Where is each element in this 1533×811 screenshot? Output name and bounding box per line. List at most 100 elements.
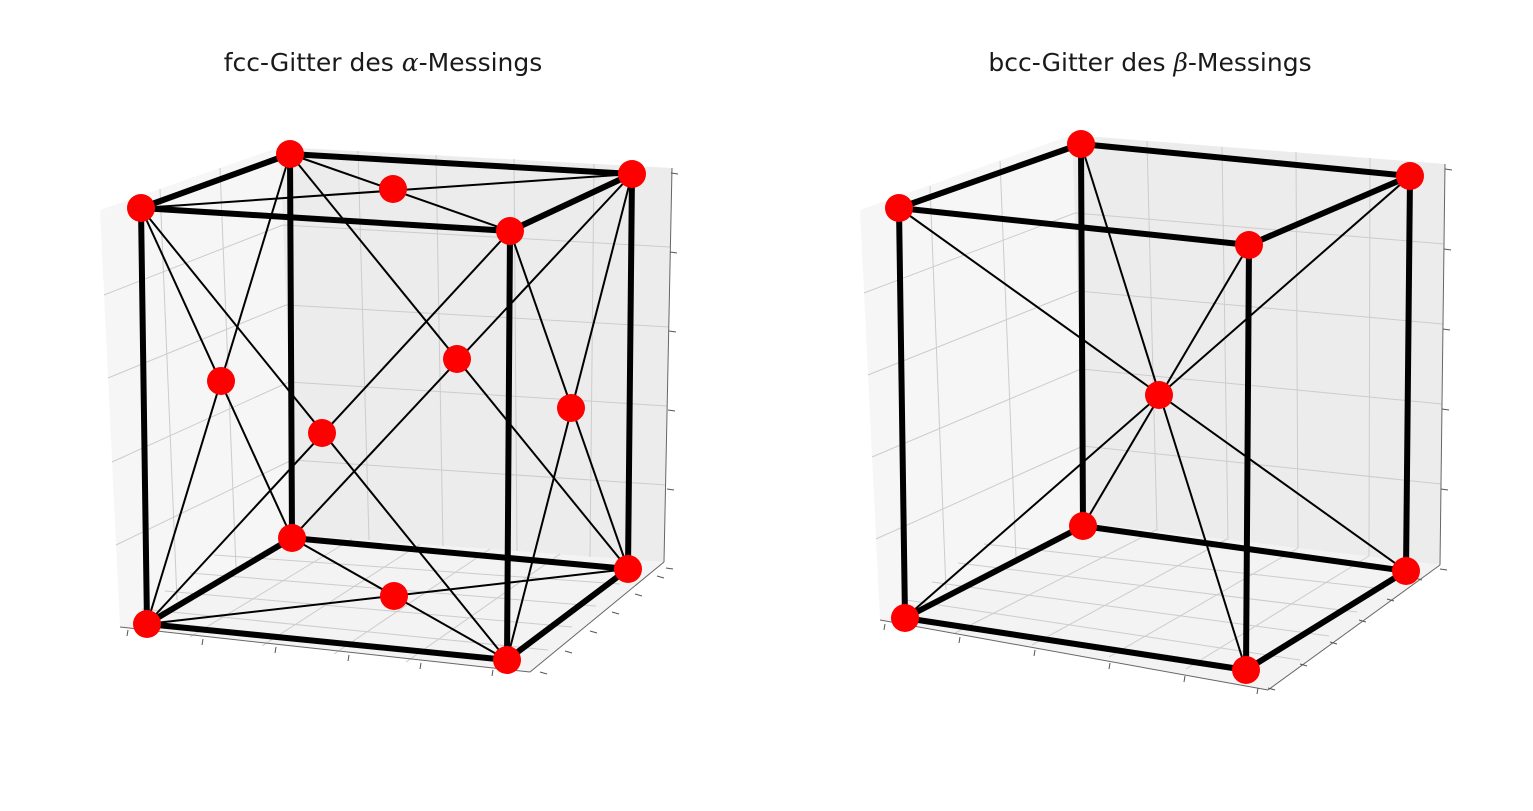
fcc-title-greek: α bbox=[401, 48, 419, 77]
bcc-back-left-pane bbox=[860, 135, 1086, 620]
grid-line bbox=[103, 224, 284, 296]
z-tick bbox=[1441, 408, 1450, 411]
z-tick bbox=[1439, 568, 1448, 571]
x-tick bbox=[1108, 662, 1111, 670]
cube-edge bbox=[138, 151, 293, 211]
bcc-title-suffix: -Messings bbox=[1187, 48, 1312, 77]
z-axis-line bbox=[1439, 163, 1446, 566]
z-tick bbox=[666, 488, 675, 491]
y-tick bbox=[1299, 663, 1308, 667]
grid-line bbox=[357, 150, 370, 541]
y-tick bbox=[634, 593, 643, 597]
z-tick bbox=[668, 330, 677, 333]
y-axis-line bbox=[529, 561, 665, 673]
x-tick bbox=[1183, 675, 1186, 683]
y-tick bbox=[1329, 641, 1338, 645]
cube-edge bbox=[138, 205, 150, 627]
atom bbox=[380, 582, 408, 610]
atom bbox=[379, 175, 407, 203]
fcc-back-left-pane bbox=[100, 147, 295, 627]
atom bbox=[885, 194, 913, 222]
grid-line bbox=[1074, 212, 1445, 245]
y-axis-line bbox=[1267, 564, 1441, 691]
y-tick bbox=[611, 611, 620, 615]
fcc-title-suffix: -Messings bbox=[418, 48, 543, 77]
z-tick bbox=[669, 251, 678, 254]
atom bbox=[1235, 231, 1263, 259]
cube-edge bbox=[896, 205, 1252, 248]
grid-line bbox=[1031, 538, 1228, 646]
x-tick bbox=[201, 638, 204, 646]
z-tick bbox=[1444, 168, 1453, 171]
grid-line bbox=[288, 381, 668, 407]
cube-edge bbox=[504, 566, 631, 663]
grid-line bbox=[1080, 368, 1443, 405]
bcc-title-greek: β bbox=[1173, 48, 1188, 77]
bcc-title-prefix: bcc-Gitter des bbox=[988, 48, 1174, 77]
fcc-cube-edges bbox=[138, 151, 635, 663]
grid-line bbox=[1368, 157, 1371, 557]
y-tick bbox=[589, 630, 598, 634]
atom bbox=[891, 604, 919, 632]
atom bbox=[127, 194, 155, 222]
bcc-grid bbox=[863, 140, 1445, 670]
grid-line bbox=[929, 185, 947, 591]
grid-line bbox=[219, 167, 237, 569]
grid-line bbox=[954, 529, 1157, 634]
x-axis-line bbox=[879, 619, 1269, 691]
cube-edge bbox=[504, 228, 513, 663]
z-tick bbox=[667, 409, 676, 412]
atom bbox=[1232, 656, 1260, 684]
cube-edge bbox=[144, 621, 510, 663]
bcc-floor-pane bbox=[880, 523, 1440, 690]
atom bbox=[618, 160, 646, 188]
x-tick bbox=[958, 636, 961, 644]
z-tick bbox=[665, 567, 674, 570]
fcc-panel-title: fcc-Gitter des α-Messings bbox=[133, 48, 633, 77]
atom bbox=[133, 610, 161, 638]
grid-line bbox=[957, 562, 1358, 613]
cube-edge bbox=[138, 205, 513, 234]
bcc-axes-panes bbox=[860, 135, 1445, 690]
atom bbox=[276, 140, 304, 168]
atom bbox=[614, 555, 642, 583]
bcc-panel bbox=[860, 130, 1453, 695]
cube-edge bbox=[1078, 141, 1086, 529]
atom bbox=[1067, 130, 1095, 158]
cube-edge bbox=[902, 615, 1249, 673]
grid-line bbox=[164, 590, 573, 628]
grid-line bbox=[261, 543, 421, 647]
grid-line bbox=[1082, 445, 1442, 485]
z-tick bbox=[1440, 488, 1449, 491]
grid-line bbox=[1108, 547, 1299, 658]
cube-edge bbox=[902, 523, 1086, 621]
grid-line bbox=[1146, 140, 1158, 532]
cube-edge bbox=[1243, 568, 1409, 673]
y-tick bbox=[1386, 598, 1395, 602]
cube-edge bbox=[287, 151, 635, 177]
atom bbox=[207, 367, 235, 395]
bcc-back-right-pane bbox=[1072, 135, 1445, 565]
bcc-panel-title: bcc-Gitter des β-Messings bbox=[900, 48, 1400, 77]
y-tick bbox=[1267, 687, 1276, 691]
x-tick bbox=[347, 654, 350, 662]
atom bbox=[443, 345, 471, 373]
grid-line bbox=[1295, 151, 1299, 549]
grid-line bbox=[213, 554, 621, 585]
bcc-axis-lines bbox=[879, 163, 1446, 691]
atom bbox=[557, 394, 585, 422]
atom bbox=[1392, 557, 1420, 585]
grid-line bbox=[983, 543, 1385, 590]
fcc-panel bbox=[100, 140, 679, 677]
y-tick bbox=[564, 650, 573, 654]
atom bbox=[1145, 381, 1173, 409]
cube-edge bbox=[625, 171, 635, 572]
grid-line bbox=[999, 160, 1017, 558]
x-tick bbox=[1033, 649, 1036, 657]
y-tick bbox=[656, 575, 665, 579]
grid-line bbox=[291, 459, 667, 486]
z-tick bbox=[1442, 328, 1451, 331]
grid-line bbox=[905, 599, 1301, 661]
cube-edge bbox=[287, 151, 295, 541]
grid-line bbox=[1185, 555, 1370, 670]
